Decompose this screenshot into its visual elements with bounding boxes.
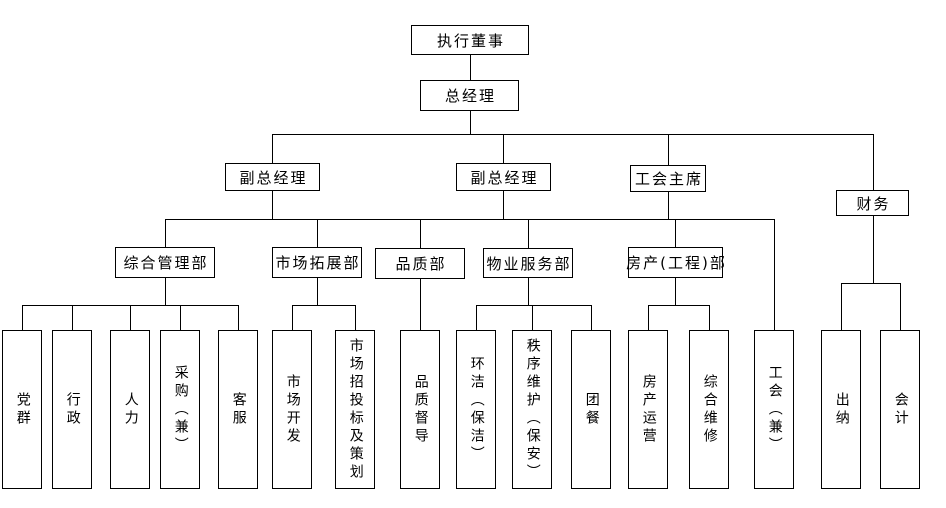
node-label: 市场开发 — [284, 373, 301, 446]
node-finance: 财务 — [836, 190, 909, 216]
connector-stub-cleaning — [476, 305, 477, 330]
node-dept-real-estate-engineering: 房产(工程)部 — [626, 247, 725, 278]
node-label: 团餐 — [583, 391, 600, 428]
node-label: 品质督导 — [412, 373, 429, 446]
node-order-maintenance: 秩序维护（保安） — [512, 330, 552, 489]
connector-gm-rail1 — [470, 111, 471, 134]
connector-rail1-dgm2 — [503, 134, 504, 163]
connector-bracket-real-estate — [648, 305, 710, 306]
node-labor-union: 工会（兼） — [754, 330, 794, 489]
connector-rail2 — [165, 219, 775, 220]
connector-bracket-market-expansion — [292, 305, 356, 306]
node-label: 客服 — [230, 391, 247, 428]
node-label: 工会（兼） — [766, 364, 783, 455]
connector-finance-bracket — [873, 216, 874, 283]
connector-stub-order-maintenance — [532, 305, 533, 330]
node-label: 人力 — [122, 391, 139, 428]
node-label: 房产运营 — [640, 373, 657, 446]
connector-general-management-bracket — [165, 278, 166, 305]
node-executive-director: 执行董事 — [411, 25, 529, 55]
connector-bracket-finance — [841, 283, 901, 284]
node-deputy-general-manager-2: 副总经理 — [456, 163, 551, 191]
node-group-catering: 团餐 — [571, 330, 611, 489]
connector-exec-gm — [470, 55, 471, 80]
connector-dgm2-rail2 — [503, 191, 504, 219]
connector-union-chairman-rail2 — [668, 192, 669, 219]
connector-stub-market-development — [292, 305, 293, 330]
connector-bracket-property-service — [476, 305, 592, 306]
node-union-chairman: 工会主席 — [630, 165, 706, 192]
connector-rail2-general-management — [165, 219, 166, 247]
node-label: 行政 — [64, 391, 81, 428]
node-dept-market-expansion: 市场拓展部 — [272, 247, 362, 278]
connector-stub-human-resources — [130, 305, 131, 330]
node-dept-property-service: 物业服务部 — [483, 248, 573, 278]
node-general-manager: 总经理 — [420, 80, 519, 111]
node-dept-general-management: 综合管理部 — [115, 247, 215, 278]
node-deputy-general-manager-1: 副总经理 — [225, 163, 320, 191]
connector-dgm1-rail2 — [272, 191, 273, 219]
connector-stub-real-estate-operation — [648, 305, 649, 330]
node-label: 出纳 — [833, 391, 850, 428]
connector-stub-accounting — [900, 283, 901, 330]
node-label: 综合维修 — [701, 373, 718, 446]
connector-stub-administration — [72, 305, 73, 330]
node-label: 采购（兼） — [172, 364, 189, 455]
connector-stub-cashier — [841, 283, 842, 330]
connector-rail1-dgm1 — [272, 134, 273, 163]
connector-stub-customer-service — [238, 305, 239, 330]
node-administration: 行政 — [52, 330, 92, 489]
node-party-masses: 党群 — [2, 330, 42, 489]
connector-property-service-bracket — [528, 278, 529, 305]
node-market-development: 市场开发 — [272, 330, 312, 489]
node-accounting: 会计 — [880, 330, 920, 489]
connector-market-expansion-bracket — [317, 278, 318, 305]
node-quality-supervision: 品质督导 — [400, 330, 440, 489]
node-cleaning: 环洁（保洁） — [456, 330, 496, 489]
connector-rail1 — [272, 134, 874, 135]
connector-rail2-quality — [420, 219, 421, 248]
connector-rail2-property-service — [528, 219, 529, 248]
connector-stub-comprehensive-maintenance — [709, 305, 710, 330]
node-label: 秩序维护（保安） — [524, 337, 541, 482]
connector-rail2-real-estate — [675, 219, 676, 247]
connector-quality-quality-supervision — [420, 279, 421, 330]
connector-rail2-labor-union — [774, 219, 775, 330]
node-real-estate-operation: 房产运营 — [628, 330, 668, 489]
node-label: 会计 — [892, 391, 909, 428]
connector-stub-market-bidding-planning — [355, 305, 356, 330]
node-market-bidding-planning: 市场招投标及策划 — [335, 330, 375, 489]
node-cashier: 出纳 — [821, 330, 861, 489]
node-human-resources: 人力 — [110, 330, 150, 489]
node-dept-quality: 品质部 — [375, 248, 465, 279]
connector-rail1-finance — [873, 134, 874, 190]
node-customer-service: 客服 — [218, 330, 258, 489]
connector-rail2-market-expansion — [317, 219, 318, 247]
connector-stub-procurement — [180, 305, 181, 330]
node-procurement: 采购（兼） — [160, 330, 200, 489]
connector-stub-group-catering — [591, 305, 592, 330]
node-comprehensive-maintenance: 综合维修 — [689, 330, 729, 489]
node-label: 市场招投标及策划 — [347, 337, 364, 482]
connector-rail1-union-chairman — [668, 134, 669, 165]
node-label: 环洁（保洁） — [468, 355, 485, 464]
connector-stub-party-masses — [22, 305, 23, 330]
connector-real-estate-bracket — [675, 278, 676, 305]
node-label: 党群 — [14, 391, 31, 428]
